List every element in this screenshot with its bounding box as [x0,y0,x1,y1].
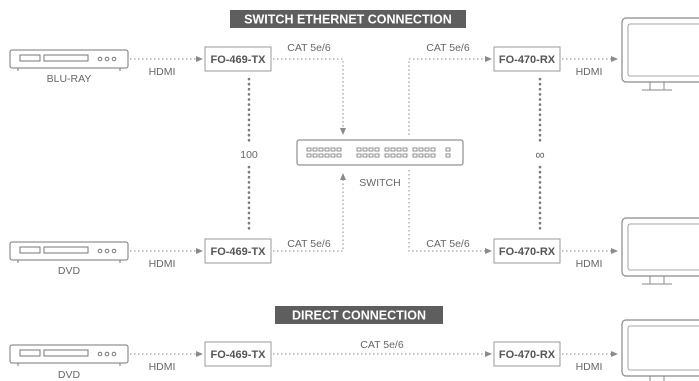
rx-link-label: ∞ [535,147,544,162]
receiver-top: FO-470-RX [493,46,561,72]
display-monitor-icon [621,17,699,91]
transmitter-top-label: FO-469-TX [210,54,266,66]
dvd-player-icon [9,241,129,263]
switch-section-title: SWITCH ETHERNET CONNECTION [230,10,466,28]
arrow-icon [340,128,346,135]
cat-link-tx-middle [273,180,344,252]
arrow-icon [611,56,618,62]
source-label-bluray: BLU-RAY [47,73,92,85]
hdmi-label-rx-middle: HDMI [576,258,603,270]
bluray-player-icon [9,49,129,71]
tx-link-label: 100 [240,149,258,161]
cat-link-tx-top [273,58,344,128]
hdmi-label-rx-top: HDMI [576,66,603,78]
arrow-icon [196,56,203,62]
arrow-icon [611,351,618,357]
receiver-middle: FO-470-RX [493,238,561,264]
cat-link-rx-middle [408,170,486,252]
hdmi-label-src-bottom: HDMI [149,361,176,373]
cat-label-tx-middle: CAT 5e/6 [287,238,331,250]
transmitter-bottom: FO-469-TX [204,341,272,367]
arrow-icon [196,248,203,254]
receiver-bottom: FO-470-RX [493,341,561,367]
direct-section-title-text: DIRECT CONNECTION [292,309,426,323]
transmitter-top: FO-469-TX [204,46,272,72]
hdmi-label-src-middle: HDMI [149,258,176,270]
arrow-icon [485,351,492,357]
transmitter-middle: FO-469-TX [204,238,272,264]
cat-label-direct: CAT 5e/6 [360,339,404,351]
switch-ports [306,147,451,158]
cat-label-rx-middle: CAT 5e/6 [426,238,470,250]
switch-section-title-text: SWITCH ETHERNET CONNECTION [244,13,452,27]
arrow-icon [196,351,203,357]
network-switch-icon [296,139,464,166]
receiver-bottom-label: FO-470-RX [499,349,556,361]
arrow-icon [611,248,618,254]
source-label-dvd-direct: DVD [58,369,81,381]
display-monitor-icon [621,319,699,381]
cat-link-rx-top [408,58,486,135]
hdmi-label-rx-bottom: HDMI [576,361,603,373]
cat-label-tx-top: CAT 5e/6 [287,42,331,54]
direct-section-title: DIRECT CONNECTION [275,306,443,324]
receiver-top-label: FO-470-RX [499,54,556,66]
transmitter-middle-label: FO-469-TX [210,246,266,258]
hdmi-label-src-top: HDMI [149,66,176,78]
display-monitor-icon [621,217,699,285]
switch-label: SWITCH [359,177,400,189]
arrow-icon [485,56,492,62]
source-label-dvd-switch: DVD [58,265,81,277]
arrow-icon [340,173,346,180]
arrow-icon [485,248,492,254]
transmitter-bottom-label: FO-469-TX [210,349,266,361]
receiver-middle-label: FO-470-RX [499,246,556,258]
cat-label-rx-top: CAT 5e/6 [426,42,470,54]
dvd-player-direct-icon [9,344,129,366]
